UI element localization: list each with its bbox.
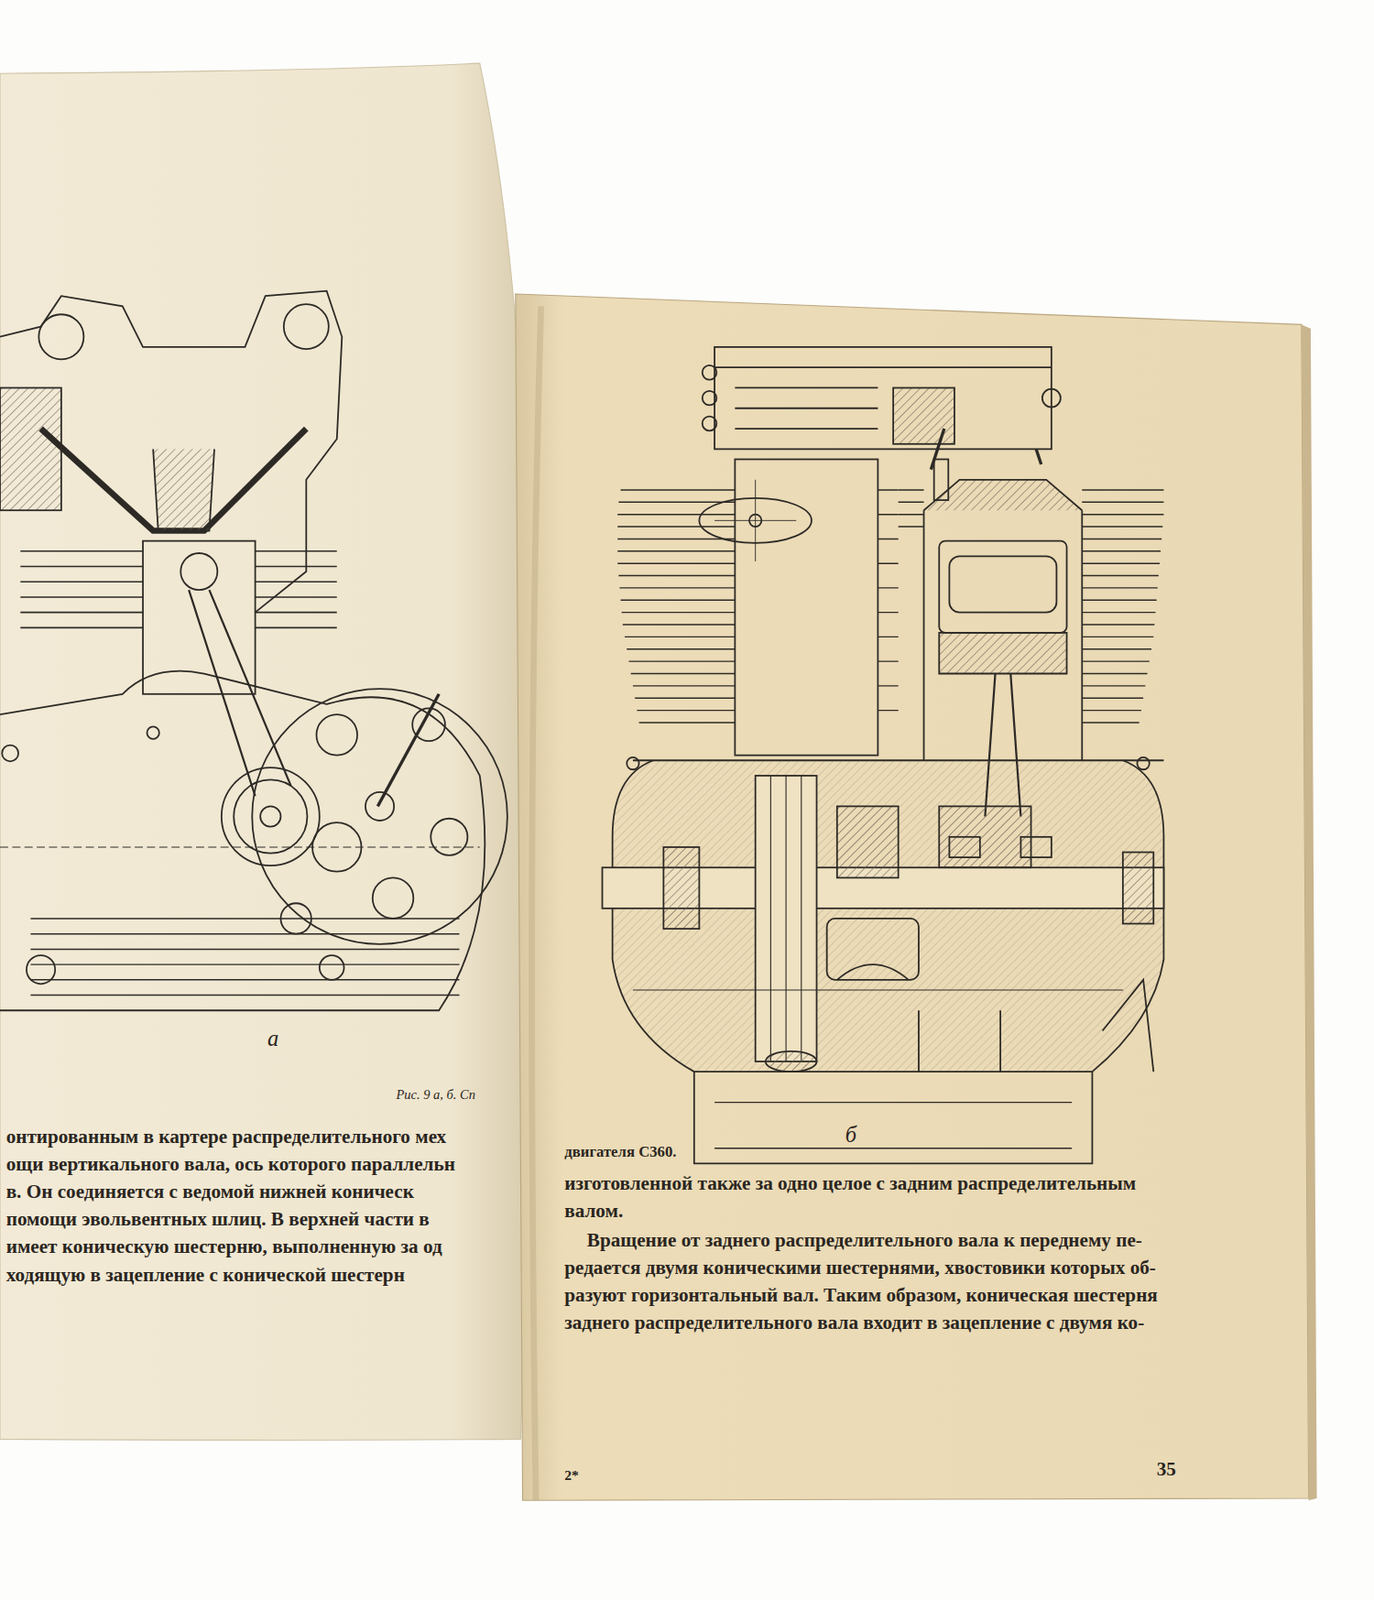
body-text-line: ощи вертикального вала, ось которого пар… [6,1154,456,1176]
body-text-line: Вращение от заднего распределительного в… [587,1230,1143,1252]
right-engine [602,347,1165,1165]
gutter-shadow [532,305,542,1501]
figure-letter: б [845,1123,857,1148]
body-text-line: в. Он соединяется с ведомой нижней конич… [6,1181,415,1203]
left-page [0,63,530,1440]
signature-mark: 2* [564,1468,579,1484]
body-text-line: изготовленной также за одно целое с задн… [564,1174,1136,1196]
right-page [515,294,1309,1501]
page-number: 35 [1156,1460,1177,1482]
body-text-line: редается двумя коническими шестернями, х… [564,1257,1156,1279]
body-text-line: имеет коническую шестерню, выполненную з… [6,1237,443,1259]
left-engine [0,291,508,1012]
figure-caption: двигателя С360. [564,1143,677,1160]
body-text-line: заднего распределительного вала входит в… [564,1312,1145,1334]
body-text-line: разуют горизонтальный вал. Таким образом… [564,1285,1158,1307]
body-text-line: валом. [564,1201,623,1223]
body-text-line: помощи эвольвентных шлиц. В верхней част… [6,1210,430,1232]
figure-caption: Рис. 9 а, б. Сп [395,1088,476,1103]
figure-letter: а [267,1026,279,1052]
body-text-line: онтированным в картере распределительног… [6,1126,448,1148]
page-edge [1301,324,1318,1501]
body-text-line: ходящую в зацепление с конической шестер… [6,1264,405,1287]
